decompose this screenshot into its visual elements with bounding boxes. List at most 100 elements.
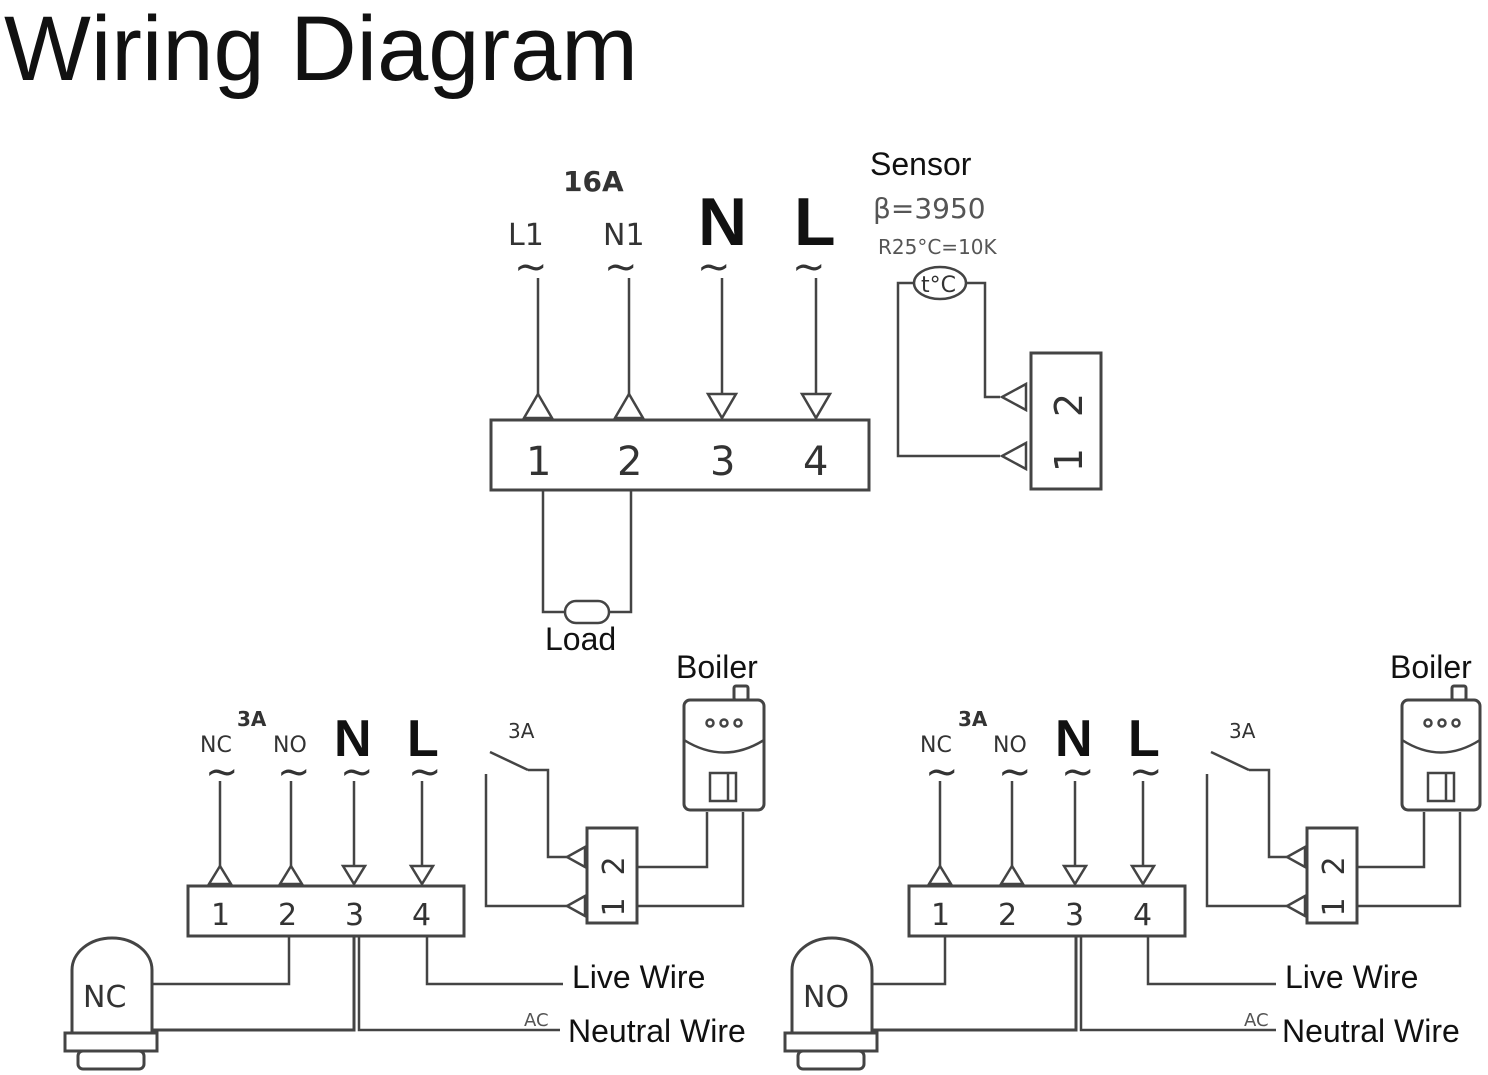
valve-foot bbox=[76, 1049, 146, 1071]
arrow-down-icon bbox=[340, 864, 368, 887]
ac-tilde-icon: ~ bbox=[205, 749, 239, 795]
bottom-panel-no: 3A NC NO N L ~ ~ ~ ~ 1 2 3 4 NO Live Wir… bbox=[783, 649, 1482, 1071]
arrow-left-icon bbox=[999, 440, 1028, 472]
nc-terminal-label-n: N bbox=[334, 710, 372, 768]
arrow-up-icon bbox=[521, 391, 555, 420]
no-terminal-number-3: 3 bbox=[1065, 898, 1084, 933]
load-label: Load bbox=[545, 621, 616, 657]
ac-tilde-icon: ~ bbox=[792, 244, 826, 290]
arrow-left-icon bbox=[564, 844, 587, 870]
live-wire-label: Live Wire bbox=[572, 959, 705, 995]
valve-actuator-icon bbox=[70, 936, 154, 1035]
boiler-icon bbox=[682, 684, 766, 812]
arrow-up-icon bbox=[277, 863, 305, 886]
arrow-down-icon bbox=[1129, 864, 1157, 887]
no-terminal-label-no: NO bbox=[993, 733, 1027, 758]
boiler-terminal-block bbox=[1305, 826, 1359, 925]
arrow-up-icon bbox=[926, 863, 954, 886]
no-terminal-label-nc: NC bbox=[920, 733, 952, 758]
no-terminal-number-4: 4 bbox=[1133, 898, 1152, 933]
top-panel: 16A L1 N1 N L ~ ~ ~ ~ 1 2 3 4 Load Senso… bbox=[489, 146, 1103, 657]
nc-terminal-number-2: 2 bbox=[278, 898, 297, 933]
boiler-wire-2 bbox=[1357, 812, 1426, 869]
arrow-down-icon bbox=[705, 392, 739, 421]
arrow-left-icon bbox=[1284, 893, 1307, 919]
load-wire-right bbox=[609, 490, 633, 614]
no-terminal-number-2: 2 bbox=[998, 898, 1017, 933]
sensor-wire-2 bbox=[966, 281, 1000, 399]
valve-base bbox=[63, 1031, 159, 1053]
arrow-left-icon bbox=[1284, 844, 1307, 870]
nc-terminal-block bbox=[186, 884, 466, 938]
nc-terminal-number-1: 1 bbox=[211, 898, 230, 933]
arrow-left-icon bbox=[564, 893, 587, 919]
neutral-wire-label: Neutral Wire bbox=[1282, 1013, 1460, 1049]
sensor-resistance: R25°C=10K bbox=[878, 235, 998, 259]
boiler-terminal-number-2: 2 bbox=[1317, 856, 1352, 875]
switch-contact-icon bbox=[1210, 750, 1250, 772]
switch-current-rating: 3A bbox=[1229, 719, 1256, 743]
top-terminal-label-l: L bbox=[794, 184, 836, 260]
ac-tilde-icon: ~ bbox=[1129, 749, 1163, 795]
switch-contact-icon bbox=[489, 750, 529, 772]
boiler-wire-1 bbox=[637, 812, 745, 908]
boiler-wire-1 bbox=[1357, 812, 1462, 908]
ac-tilde-icon: ~ bbox=[697, 244, 731, 290]
sensor-beta: β=3950 bbox=[873, 192, 986, 225]
ac-tilde-icon: ~ bbox=[1061, 749, 1095, 795]
valve-wire-no bbox=[152, 936, 291, 986]
sensor-terminal-block bbox=[1029, 351, 1103, 491]
ac-tilde-icon: ~ bbox=[277, 749, 311, 795]
neutral-wire-label: Neutral Wire bbox=[568, 1013, 746, 1049]
top-terminal-label-n1: N1 bbox=[603, 218, 645, 253]
ac-label: AC bbox=[524, 1010, 549, 1031]
ac-tilde-icon: ~ bbox=[998, 749, 1032, 795]
ac-tilde-icon: ~ bbox=[408, 749, 442, 795]
no-terminal-label-l: L bbox=[1128, 710, 1160, 768]
valve-base bbox=[783, 1031, 879, 1053]
boiler-wire-2 bbox=[637, 812, 709, 869]
top-terminal-number-2: 2 bbox=[617, 439, 642, 485]
arrow-left-icon bbox=[999, 381, 1028, 413]
neutral-wire bbox=[357, 936, 560, 1032]
switch-wire-return bbox=[484, 774, 567, 908]
switch-wire bbox=[528, 768, 567, 859]
arrow-up-icon bbox=[998, 863, 1026, 886]
boiler-label: Boiler bbox=[1390, 649, 1472, 685]
valve-actuator-icon bbox=[790, 936, 874, 1035]
arrow-up-icon bbox=[612, 391, 646, 420]
live-wire bbox=[1146, 936, 1276, 986]
neutral-wire-valve bbox=[152, 936, 356, 1032]
neutral-wire bbox=[1079, 936, 1276, 1032]
valve-foot bbox=[796, 1049, 866, 1071]
thermistor-symbol: t°C bbox=[921, 273, 956, 298]
nc-terminal-number-3: 3 bbox=[345, 898, 364, 933]
no-terminal-label-n: N bbox=[1055, 710, 1093, 768]
sensor-terminal-number-2: 2 bbox=[1047, 393, 1091, 417]
arrow-down-icon bbox=[1061, 864, 1089, 887]
top-terminal-number-4: 4 bbox=[803, 439, 828, 485]
boiler-terminal-number-1: 1 bbox=[1317, 897, 1352, 916]
ac-tilde-icon: ~ bbox=[925, 749, 959, 795]
top-terminal-number-1: 1 bbox=[526, 439, 551, 485]
boiler-icon bbox=[1400, 684, 1482, 812]
arrow-down-icon bbox=[799, 392, 833, 421]
sensor-terminal-number-1: 1 bbox=[1047, 448, 1091, 472]
sensor-title: Sensor bbox=[870, 146, 972, 182]
live-wire bbox=[425, 936, 563, 986]
ac-tilde-icon: ~ bbox=[514, 244, 548, 290]
switch-wire bbox=[1249, 768, 1287, 859]
sensor-wire-1 bbox=[896, 281, 1000, 458]
live-wire-label: Live Wire bbox=[1285, 959, 1418, 995]
no-current-rating: 3A bbox=[958, 707, 988, 731]
nc-terminal-number-4: 4 bbox=[412, 898, 431, 933]
valve-label-nc: NC bbox=[83, 980, 126, 1015]
top-terminal-block bbox=[489, 418, 871, 492]
top-current-rating: 16A bbox=[563, 165, 624, 198]
neutral-wire-valve bbox=[872, 936, 1078, 1032]
nc-terminal-label-no: NO bbox=[273, 733, 307, 758]
top-terminal-label-l1: L1 bbox=[508, 218, 544, 253]
valve-label-no: NO bbox=[803, 980, 849, 1015]
arrow-up-icon bbox=[206, 863, 234, 886]
